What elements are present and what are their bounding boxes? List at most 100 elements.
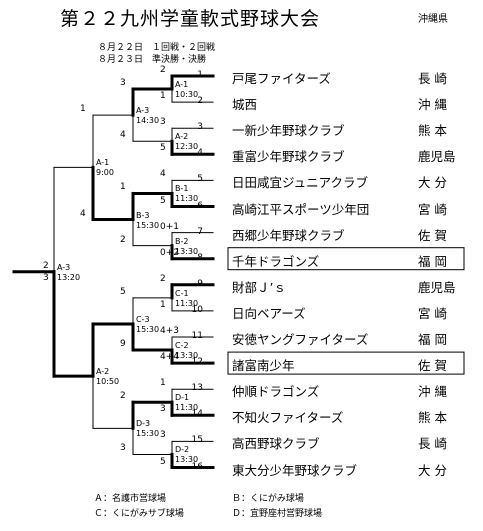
match-score: 4 (160, 169, 166, 180)
team-number: 6 (197, 200, 203, 211)
team-name: 安徳ヤングファイターズ (232, 332, 369, 347)
team-prefecture: 佐 賀 (418, 227, 447, 243)
match-score: 3 (120, 78, 126, 89)
match-time: 13:30 (175, 246, 199, 256)
match-time: 10:30 (175, 90, 199, 100)
team-prefecture: 福 岡 (418, 253, 447, 269)
match-score: 1 (160, 299, 166, 310)
match-score: 4+4 (160, 352, 179, 363)
match-time: 10:50 (96, 377, 120, 387)
match-code: B-3 (136, 210, 150, 220)
team-name: 諸富南少年 (232, 358, 295, 374)
team-name: 高崎江平スポーツ少年団 (232, 201, 370, 217)
match-code: D-1 (175, 393, 190, 403)
match-score: 0+2 (160, 247, 179, 258)
final-score: 2 (43, 260, 49, 271)
match-score: 4 (120, 130, 126, 141)
host-prefecture: 沖縄県 (418, 14, 448, 25)
match-score: 1 (160, 91, 166, 102)
match-code: D-3 (136, 419, 151, 429)
legend-venue-b: Ｂ：くにがみ球場 (232, 494, 304, 504)
match-time: 11:30 (175, 403, 199, 413)
match-code: B-2 (175, 236, 189, 246)
team-prefecture: 鹿児島 (418, 279, 456, 295)
match-code: A-1 (96, 158, 110, 168)
team-number: 16 (191, 461, 203, 472)
match-code: A-2 (96, 367, 110, 377)
match-score: 2 (120, 391, 126, 402)
final-score: 3 (43, 272, 49, 283)
team-number: 8 (197, 252, 203, 263)
team-number: 3 (197, 122, 203, 133)
team-name: 日田咸宜ジュニアクラブ (232, 175, 369, 191)
match-time: 15:30 (136, 429, 160, 439)
match-score: 5 (120, 286, 126, 297)
match-time: 9:00 (96, 168, 114, 178)
match-score: 1 (80, 104, 86, 115)
match-score: 3 (160, 430, 166, 441)
team-prefecture: 長 崎 (418, 71, 447, 86)
match-score: 5 (160, 456, 166, 467)
team-prefecture: 熊 本 (418, 410, 447, 426)
match-time: 12:30 (175, 142, 199, 152)
team-prefecture: 佐 賀 (418, 358, 447, 374)
team-prefecture: 沖 縄 (418, 97, 447, 113)
team-name: 高西野球クラブ (232, 436, 320, 452)
team-name: 重富少年野球クラブ (232, 149, 345, 165)
team-name: 戸尾ファイターズ (232, 71, 331, 86)
match-code: B-1 (175, 184, 189, 194)
match-code: A-3 (136, 106, 150, 116)
team-number: 4 (197, 148, 203, 159)
team-prefecture: 熊 本 (418, 123, 447, 139)
team-number: 13 (191, 383, 203, 394)
match-score: 3 (160, 404, 166, 415)
team-prefecture: 大 分 (418, 462, 447, 478)
match-score: 4+3 (160, 326, 179, 336)
legend-venue-d: Ｄ：宜野座村営野球場 (232, 509, 323, 519)
match-score: 0+1 (160, 221, 179, 232)
match-time: 14:30 (136, 116, 160, 126)
match-time: 15:30 (136, 220, 160, 230)
team-prefecture: 宮 崎 (418, 305, 447, 321)
team-name: 西郷少年野球クラブ (232, 227, 345, 243)
match-score: 2 (120, 234, 126, 245)
team-number: 10 (191, 304, 203, 315)
team-name: 城西 (232, 97, 258, 113)
match-score: 9 (120, 339, 126, 350)
legend-venue-a: Ａ：名護市営球場 (94, 494, 167, 504)
team-name: 仲順ドラゴンズ (232, 384, 320, 400)
match-code: A-3 (57, 262, 71, 272)
team-name: 財部Ｊ’ｓ (232, 279, 286, 295)
schedule-day2: ８月２３日 準決勝・決勝 (98, 55, 207, 65)
team-number: 11 (191, 331, 203, 341)
match-score: 1 (120, 182, 126, 193)
match-code: A-1 (175, 80, 189, 90)
legend-venue-c: Ｃ：くにがみサブ球場 (94, 509, 184, 519)
team-name: 東大分少年野球クラブ (232, 462, 358, 478)
team-name: 千年ドラゴンズ (232, 253, 320, 269)
match-score: 5 (160, 143, 166, 154)
team-number: 9 (197, 278, 203, 289)
team-name: 不知火ファイターズ (232, 410, 344, 426)
team-number: 7 (197, 226, 203, 237)
team-number: 15 (191, 435, 203, 446)
match-code: A-2 (175, 132, 189, 142)
team-prefecture: 大 分 (418, 175, 447, 191)
match-score: 3 (120, 443, 126, 454)
match-code: C-2 (175, 341, 189, 351)
team-prefecture: 福 岡 (418, 332, 447, 347)
match-score: 2 (160, 65, 166, 75)
team-number: 1 (197, 70, 203, 80)
team-prefecture: 鹿児島 (418, 149, 456, 165)
team-number: 12 (191, 357, 203, 368)
team-number: 2 (197, 96, 203, 107)
team-prefecture: 宮 崎 (418, 201, 447, 217)
match-score: 1 (160, 378, 166, 389)
team-prefecture: 長 崎 (418, 436, 447, 452)
match-score: 4 (80, 208, 86, 219)
team-name: 日向ベアーズ (232, 305, 306, 321)
winner-box (227, 247, 465, 271)
match-score: 3 (160, 117, 166, 128)
schedule-day1: ８月２２日 １回戦・２回戦 (98, 43, 216, 53)
